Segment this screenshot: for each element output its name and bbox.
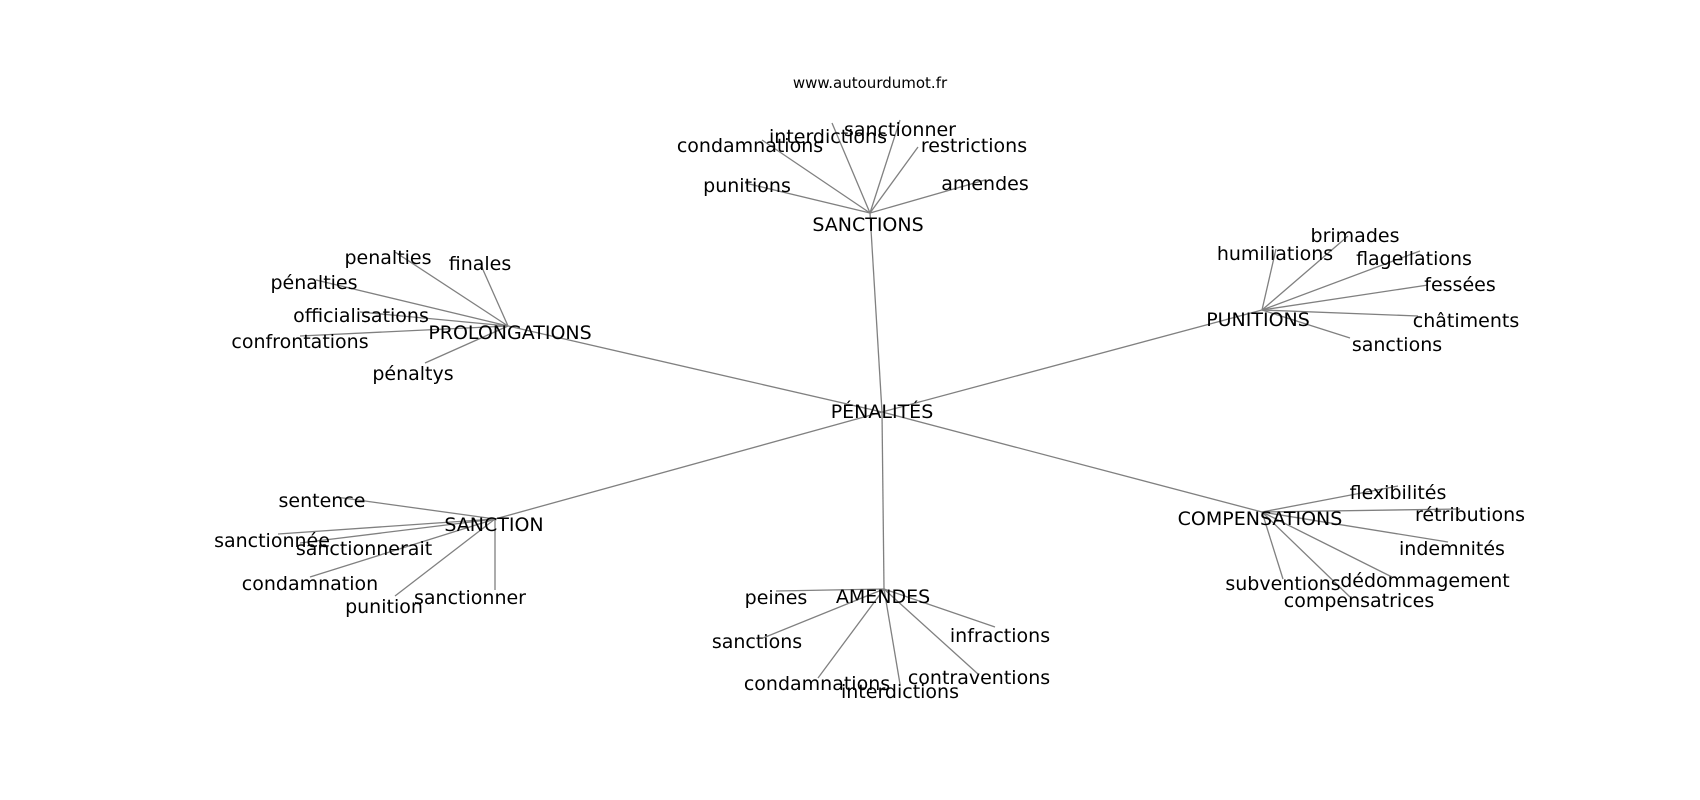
leaf-node-label: pénalties (270, 272, 357, 294)
edge-group-to-leaf (1261, 284, 1429, 311)
labels: www.autourdumot.fr PÉNALITÉS condamnatio… (214, 74, 1525, 703)
edge-group-to-leaf (277, 518, 496, 535)
edge-center-to-group (494, 411, 883, 520)
edge-group-to-leaf (817, 588, 885, 679)
group-node-label: AMENDES (836, 586, 930, 608)
edge-group-to-leaf (869, 119, 901, 214)
edge-group-to-leaf (394, 251, 509, 327)
leaf-node-label: peines (745, 587, 808, 609)
edge-group-to-leaf (299, 518, 496, 544)
edge-group-to-leaf (479, 262, 509, 327)
edge-group-to-leaf (1261, 511, 1449, 543)
leaf-node-label: condamnation (242, 573, 378, 595)
leaf-node-label: interdictions (841, 681, 959, 703)
edge-group-to-leaf (869, 146, 919, 214)
leaf-node-label: sanctions (1352, 334, 1442, 356)
edge-group-to-leaf (1261, 511, 1351, 598)
leaf-node-label: fessées (1424, 274, 1495, 296)
leaf-node-label: sanctions (712, 631, 802, 653)
leaf-node-label: condamnations (677, 135, 823, 157)
leaf-node-label: punition (345, 596, 423, 618)
edge-group-to-leaf (424, 325, 509, 364)
edge-group-to-leaf (762, 588, 885, 639)
edge-group-to-leaf (744, 182, 871, 214)
leaf-node-label: pénaltys (372, 363, 453, 385)
edge-center-to-group (881, 309, 1263, 413)
edge-group-to-leaf (315, 279, 509, 327)
leaf-node-label: penalties (344, 247, 431, 269)
edge-group-to-leaf (1261, 511, 1393, 578)
edge-group-to-leaf (883, 588, 979, 675)
leaf-node-label: amendes (941, 173, 1029, 195)
leaf-node-label: humiliations (1217, 243, 1333, 265)
edges (277, 119, 1461, 685)
leaf-node-label: confrontations (231, 331, 368, 353)
leaf-node-label: flexibilités (1350, 482, 1447, 504)
edge-group-to-leaf (1261, 485, 1399, 513)
leaf-node-label: restrictions (921, 135, 1027, 157)
group-node-label: PROLONGATIONS (428, 322, 591, 344)
group-node-label: PUNITIONS (1206, 309, 1310, 331)
edge-center-to-group (507, 325, 883, 413)
edge-group-to-leaf (761, 139, 871, 214)
edge-group-to-leaf (335, 496, 496, 520)
leaf-node-label: brimades (1311, 225, 1400, 247)
leaf-node-label: finales (449, 253, 512, 275)
edge-group-to-leaf (883, 588, 901, 685)
leaf-node-label: sanctionner (414, 587, 526, 609)
edge-group-to-leaf (1261, 248, 1277, 311)
edge-center-to-group (881, 411, 1263, 513)
leaf-node-label: interdictions (769, 126, 887, 148)
edge-group-to-leaf (1261, 235, 1349, 311)
leaf-node-label: infractions (950, 625, 1050, 647)
edge-center-to-group (881, 411, 885, 590)
edge-group-to-leaf (883, 588, 996, 628)
leaf-node-label: subventions (1225, 573, 1340, 595)
edge-group-to-leaf (831, 122, 871, 214)
leaf-node-label: punitions (703, 175, 791, 197)
edge-group-to-leaf (309, 518, 496, 578)
leaf-node-label: sanctionnée (214, 530, 330, 552)
edge-group-to-leaf (1261, 511, 1284, 580)
leaf-node-label: indemnités (1399, 538, 1505, 560)
leaf-node-label: officialisations (293, 305, 429, 327)
edge-center-to-group (869, 212, 883, 413)
edge-group-to-leaf (299, 325, 509, 337)
edge-group-to-leaf (775, 588, 885, 592)
edge-group-to-leaf (1261, 250, 1421, 311)
edge-group-to-leaf (359, 311, 509, 327)
source-label: www.autourdumot.fr (793, 74, 948, 92)
leaf-node-label: compensatrices (1284, 590, 1435, 612)
leaf-node-label: sentence (279, 490, 366, 512)
leaf-node-label: sanctionnerait (296, 538, 432, 560)
group-node-label: COMPENSATIONS (1178, 508, 1343, 530)
center-node-label: PÉNALITÉS (831, 400, 934, 423)
leaf-node-label: sanctionner (844, 119, 956, 141)
group-node-label: SANCTIONS (812, 214, 923, 236)
group-node-label: SANCTION (444, 514, 543, 536)
edge-group-to-leaf (394, 518, 496, 597)
leaf-node-label: dédommagement (1340, 570, 1510, 592)
leaf-node-label: rétributions (1415, 504, 1525, 526)
edge-group-to-leaf (1261, 309, 1419, 317)
leaf-node-label: contraventions (908, 667, 1050, 689)
leaf-node-label: châtiments (1413, 310, 1519, 332)
edge-group-to-leaf (869, 179, 986, 214)
edge-group-to-leaf (1261, 309, 1351, 339)
edge-group-to-leaf (1261, 508, 1461, 513)
leaf-node-label: flagellations (1356, 248, 1472, 270)
leaf-node-label: condamnations (744, 673, 890, 695)
